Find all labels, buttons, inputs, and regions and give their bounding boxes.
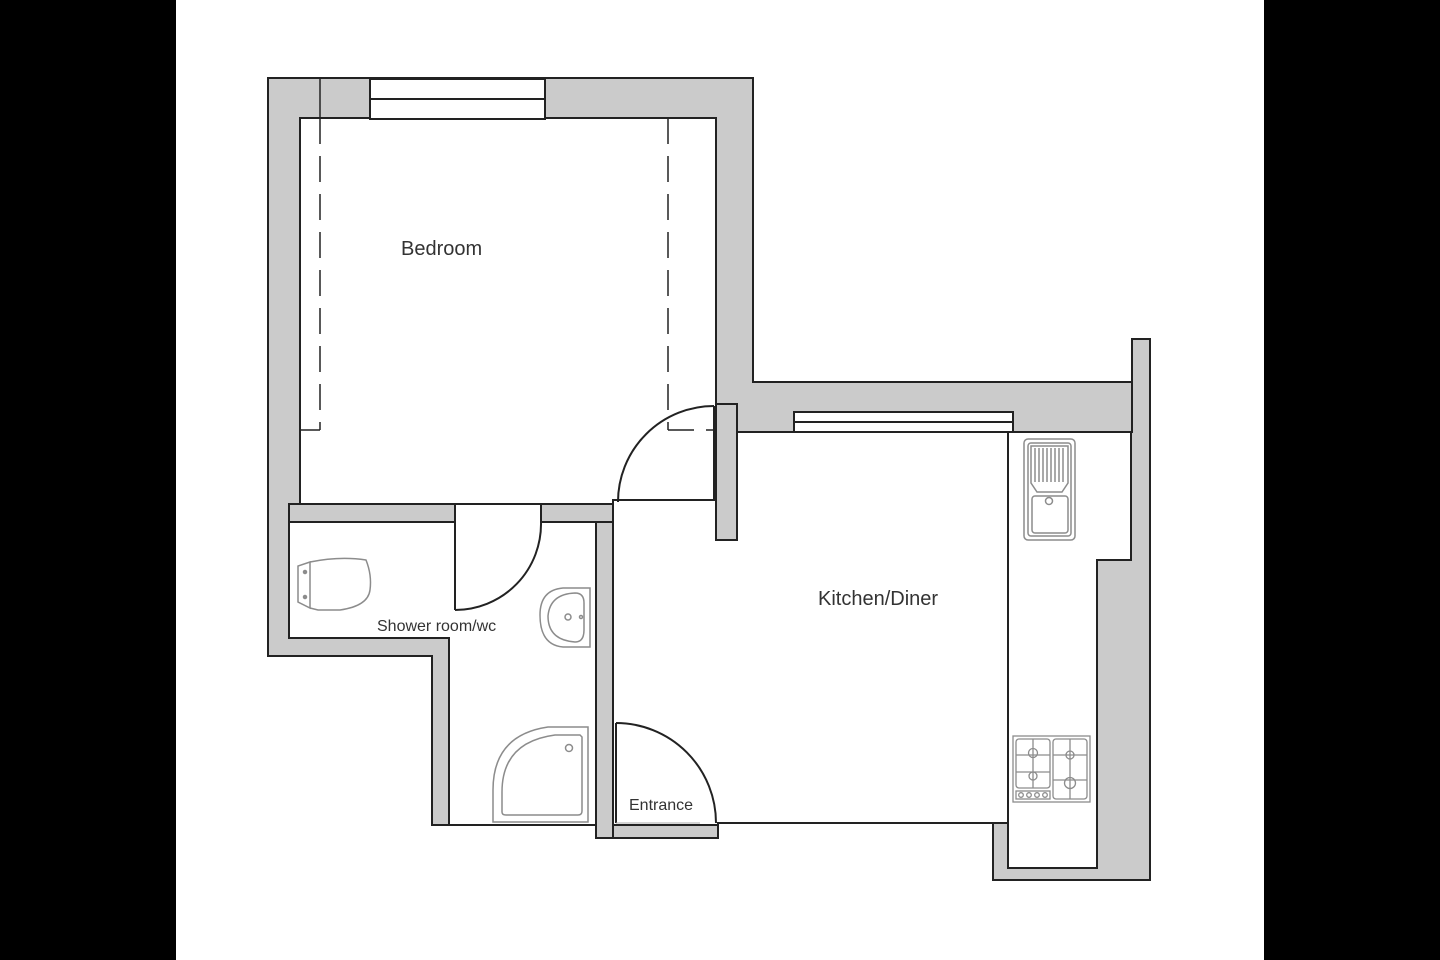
gas-hob-icon [1012, 735, 1091, 803]
shower-room-door-swing [454, 521, 543, 611]
bedroom-door-swing [617, 405, 715, 503]
entrance-label: Entrance [629, 797, 694, 814]
kitchen-window [793, 411, 1014, 433]
wardrobe-dashed-outline [300, 118, 716, 431]
shower-room-label: Shower room/wc [377, 618, 497, 635]
toilet-icon [297, 557, 372, 611]
bedroom-kitchen-partition [715, 403, 738, 541]
bedroom-floor [299, 117, 717, 523]
entrance-door-swing [615, 722, 717, 824]
shower-tray-icon [492, 726, 589, 823]
bedroom-shower-partition-right [540, 503, 614, 523]
bedroom-window [369, 78, 546, 120]
wash-basin-icon [539, 587, 591, 648]
kitchen-east-wall [992, 338, 1151, 881]
shower-east-wall [595, 504, 614, 839]
kitchen-diner-label: Kitchen/Diner [818, 588, 939, 610]
bedroom-shower-partition-left [288, 503, 456, 523]
kitchen-sink-icon [1023, 438, 1076, 541]
bedroom-label: Bedroom [401, 238, 483, 260]
